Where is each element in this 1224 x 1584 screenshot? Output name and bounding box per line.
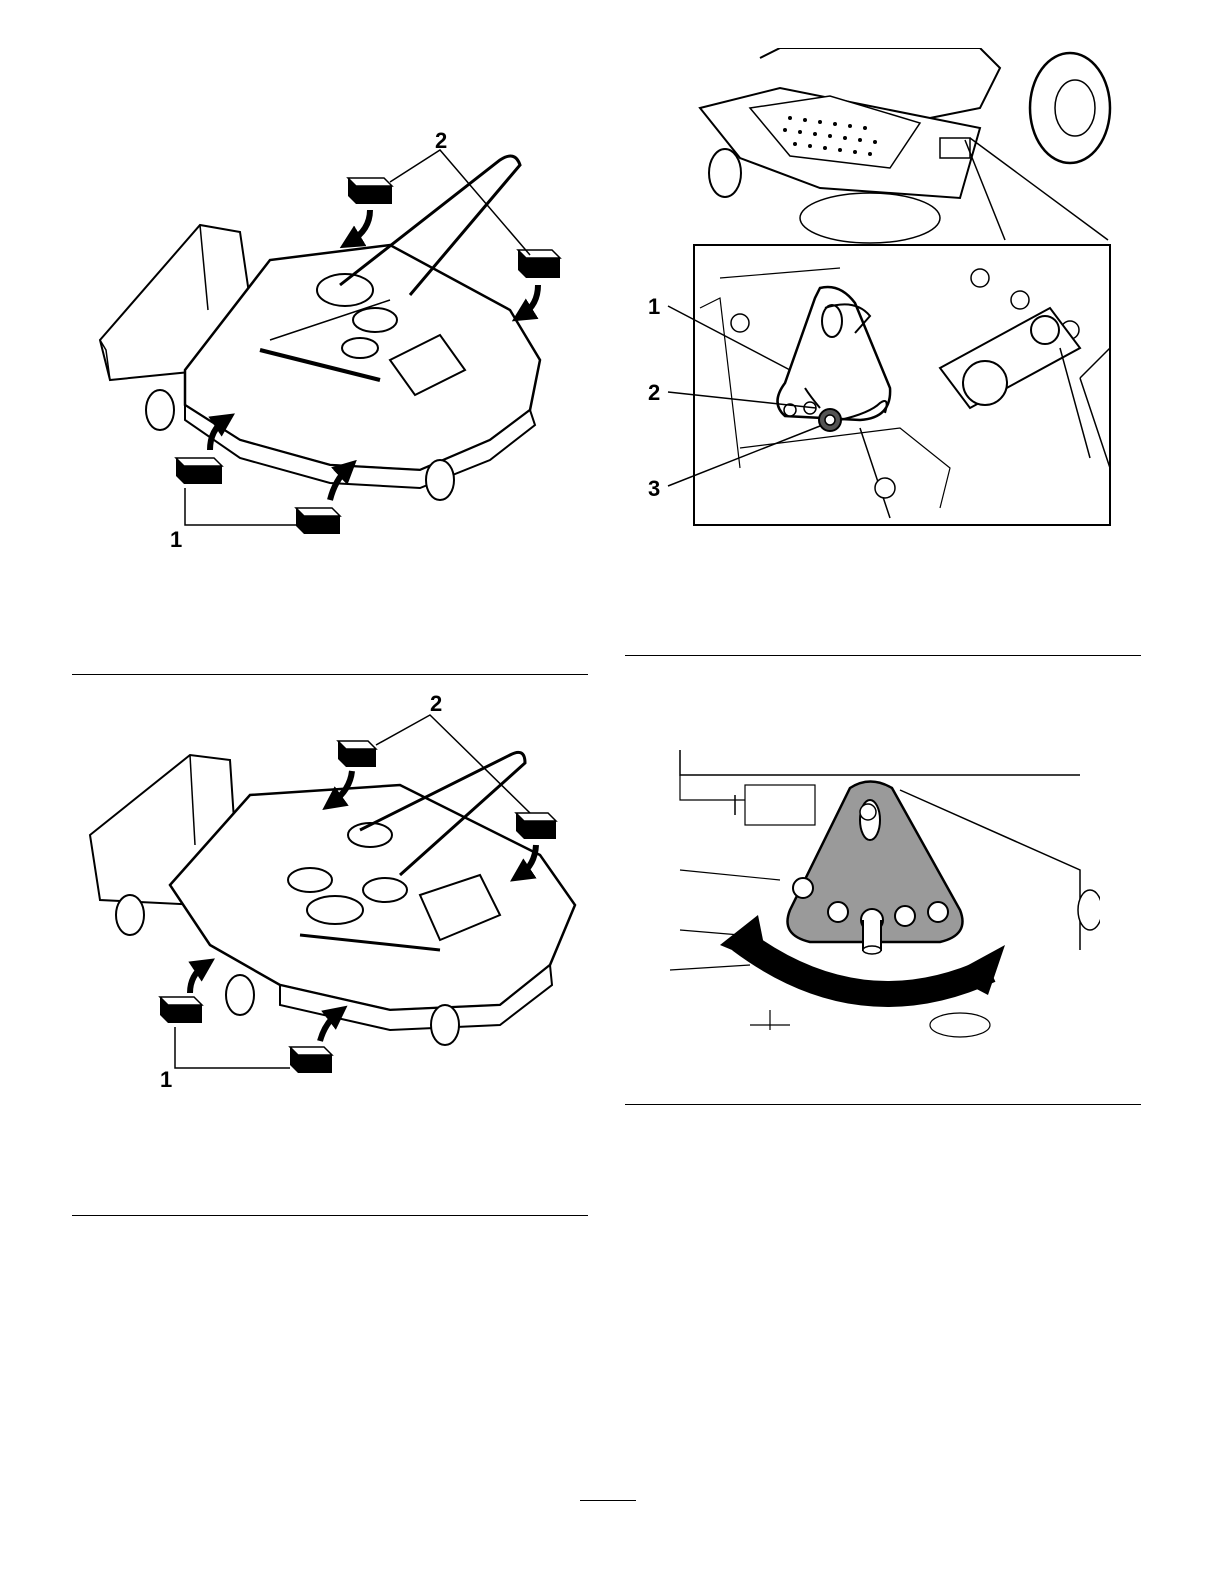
bracket-rotation-illustration bbox=[660, 750, 1100, 1040]
callout-1: 1 bbox=[648, 294, 660, 319]
block-top-left bbox=[338, 741, 376, 767]
block-top-left bbox=[348, 178, 392, 204]
divider-left-2 bbox=[72, 1215, 588, 1216]
pin-detail-illustration: 1 2 3 bbox=[640, 48, 1120, 533]
callout-1: 1 bbox=[160, 1067, 172, 1092]
callout-2: 2 bbox=[648, 380, 660, 405]
figure-height-adjust-pin: 1 2 3 bbox=[640, 48, 1120, 533]
callout-3: 3 bbox=[648, 476, 660, 501]
callout-1: 1 bbox=[170, 527, 182, 552]
deck-illustration-2: 2 1 bbox=[80, 685, 580, 1095]
block-bottom-right bbox=[296, 508, 340, 534]
block-bottom-right bbox=[290, 1047, 332, 1073]
figure-deck-blocks-1: 2 1 bbox=[90, 120, 570, 560]
block-top-right bbox=[516, 813, 556, 839]
callout-2: 2 bbox=[435, 128, 447, 153]
figure-deck-blocks-2: 2 1 bbox=[80, 685, 580, 1095]
deck-illustration-1: 2 1 bbox=[90, 120, 570, 560]
divider-left-1 bbox=[72, 674, 588, 675]
block-top-right bbox=[518, 250, 560, 278]
block-bottom-left bbox=[176, 458, 222, 484]
page-number-mark bbox=[580, 1500, 636, 1501]
divider-right-2 bbox=[625, 1104, 1141, 1105]
block-bottom-left bbox=[160, 997, 202, 1023]
divider-right-1 bbox=[625, 655, 1141, 656]
figure-bracket-rotation bbox=[660, 750, 1100, 1040]
callout-2: 2 bbox=[430, 691, 442, 716]
